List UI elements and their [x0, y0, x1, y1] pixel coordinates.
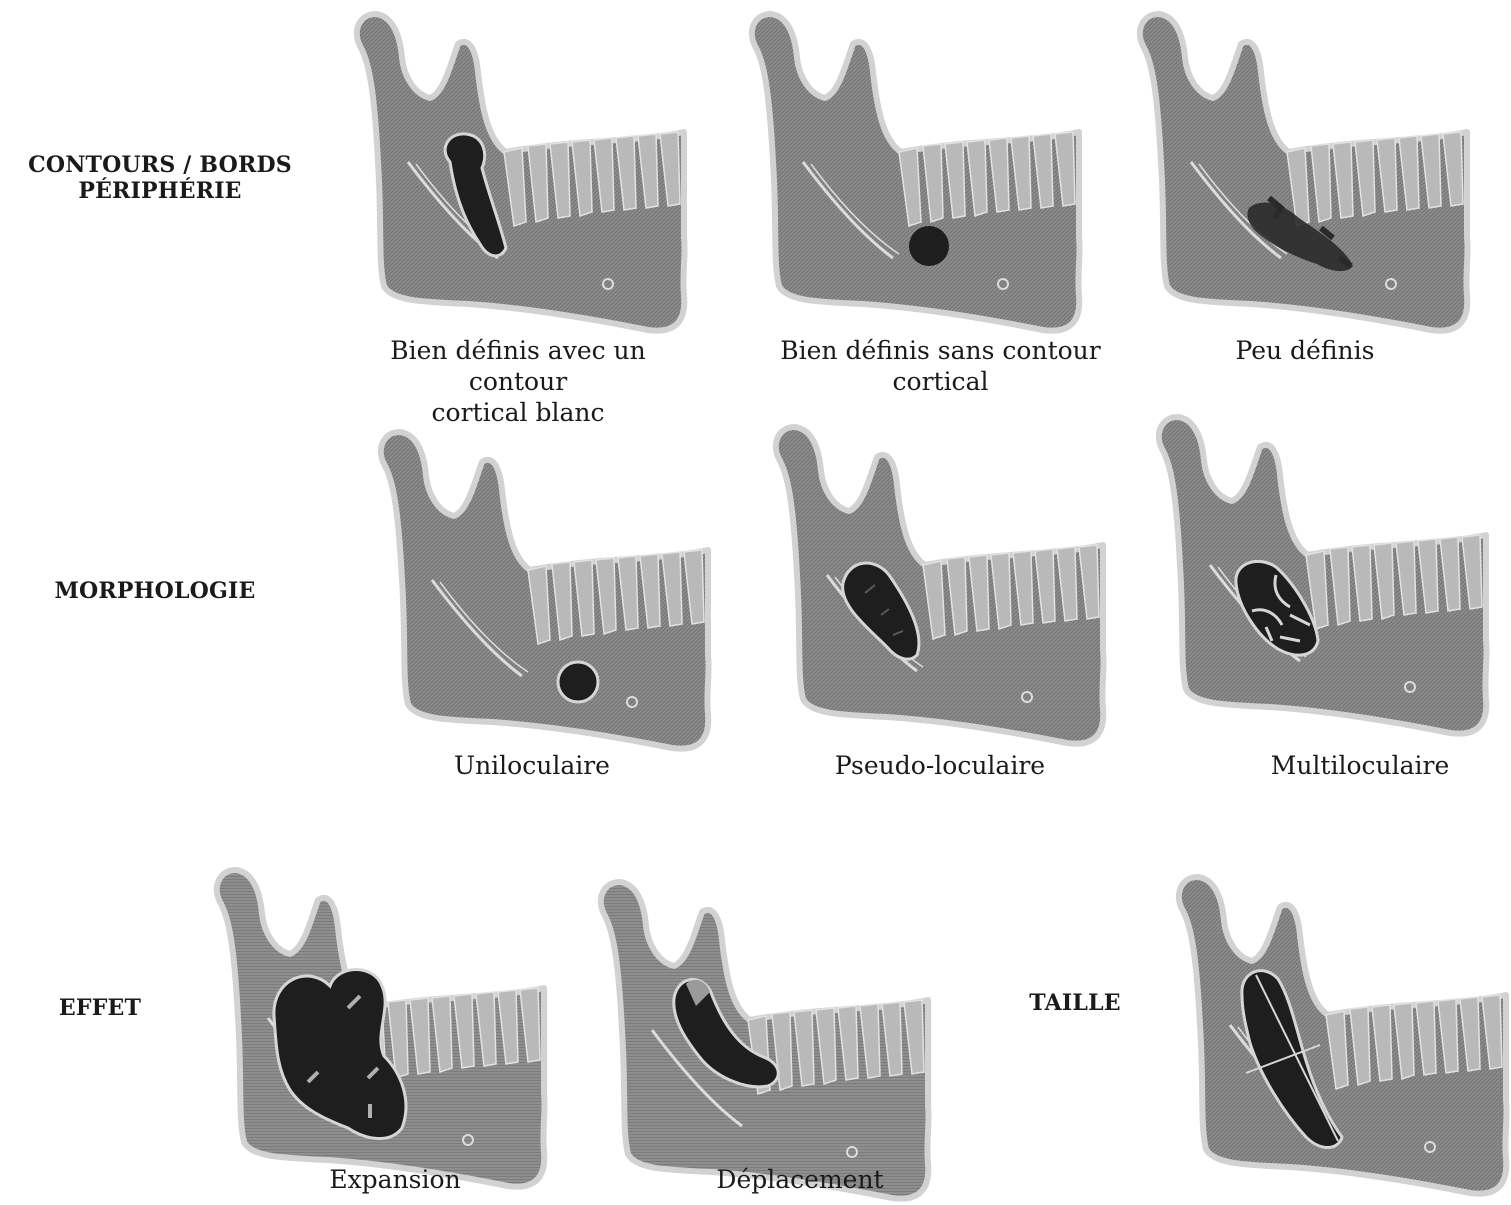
row-label-morphologie: MORPHOLOGIE	[20, 578, 290, 604]
caption-displacement: Déplacement	[700, 1164, 900, 1195]
jaw-diagram-pseudolocular	[757, 425, 1107, 750]
caption-well-defined-cortical: Bien définis avec un contour cortical bl…	[338, 335, 698, 428]
jaw-diagram-multilocular	[1140, 415, 1511, 740]
caption-unilocular: Uniloculaire	[432, 750, 632, 781]
caption-well-defined-no-cortical: Bien définis sans contour cortical	[768, 335, 1113, 397]
jaw-diagram-well-defined-no-cortical	[733, 12, 1083, 337]
caption-multilocular: Multiloculaire	[1250, 750, 1470, 781]
jaw-diagram-poorly-defined	[1121, 12, 1471, 337]
caption-poorly-defined: Peu définis	[1200, 335, 1410, 366]
jaw-diagram-size	[1160, 875, 1511, 1197]
row-label-contours: CONTOURS / BORDS PÉRIPHÉRIE	[10, 152, 310, 204]
jaw-diagram-displacement	[582, 880, 937, 1205]
jaw-diagram-expansion	[198, 868, 568, 1193]
row-label-effet: EFFET	[40, 995, 160, 1021]
jaw-diagram-well-defined-cortical	[338, 12, 688, 337]
row-label-taille: TAILLE	[1005, 990, 1145, 1016]
caption-pseudolocular: Pseudo-loculaire	[820, 750, 1060, 781]
jaw-diagram-unilocular	[362, 430, 712, 755]
caption-expansion: Expansion	[315, 1164, 475, 1195]
